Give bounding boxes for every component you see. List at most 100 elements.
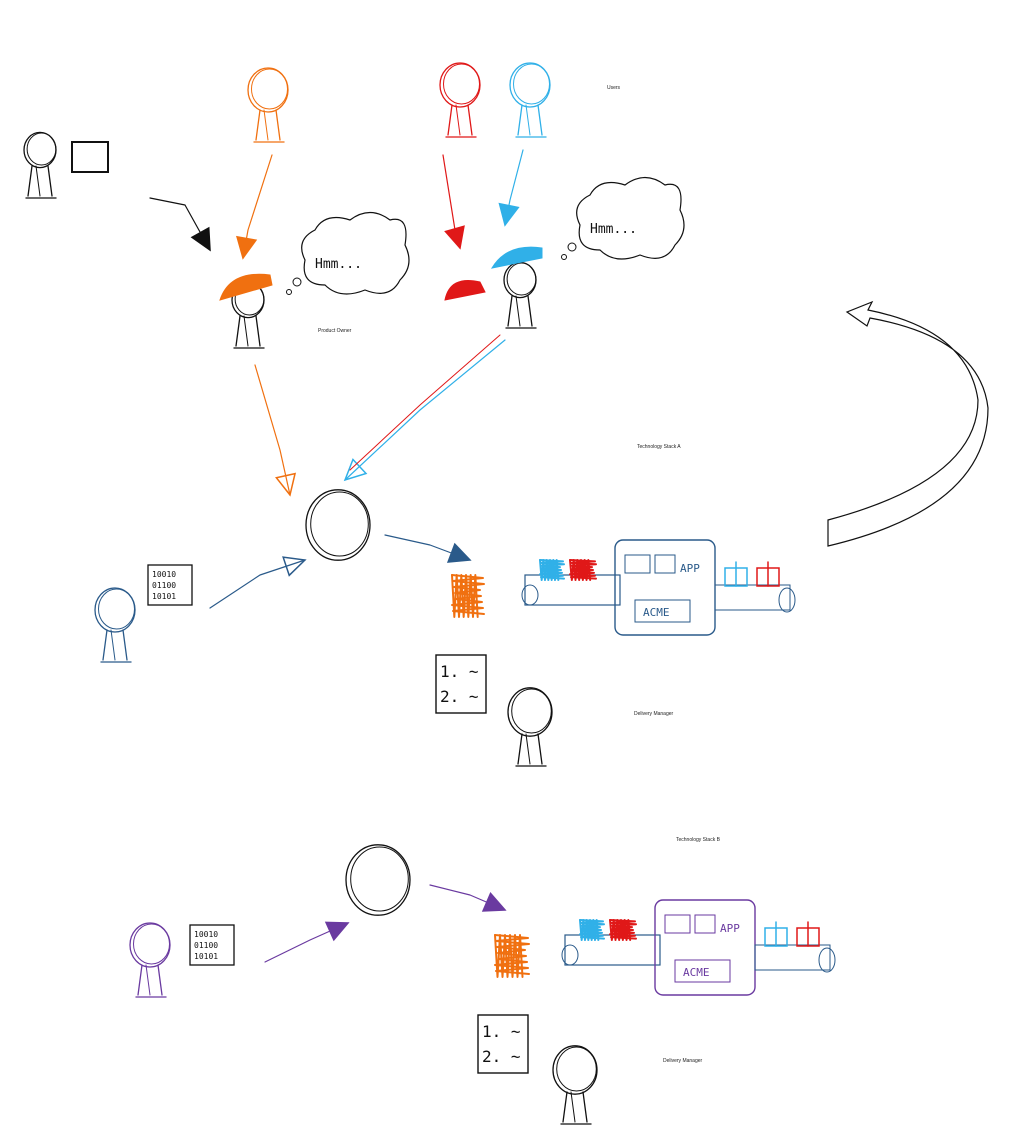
developer-b-arrow: [264, 921, 350, 963]
code-card-a: 10010 01100 10101: [147, 564, 193, 606]
user-red-arrow: [442, 154, 465, 250]
plan-list-item: 1. ~: [482, 1022, 521, 1041]
head: [507, 687, 553, 737]
conveyor-roller: [521, 584, 539, 606]
user-figure-red: [439, 62, 481, 138]
binary-text: 10010: [152, 570, 176, 579]
body-stroke: [525, 733, 531, 765]
developer-a-output-arrow: [384, 534, 472, 563]
product-owner-source-figure: [247, 67, 289, 143]
plan-list-item: 2. ~: [440, 687, 479, 706]
conveyor-roller: [818, 947, 836, 973]
arrow-head-icon: [446, 542, 472, 563]
body-stroke: [517, 733, 523, 765]
acme-sign-text: ACME: [643, 606, 670, 619]
body-stroke: [47, 165, 53, 197]
raw-material-scribble: [539, 559, 560, 581]
conveyor-belt-out: [754, 944, 831, 971]
arrow-shaft: [344, 339, 506, 481]
hard-hat-icon: [490, 246, 543, 269]
head: [94, 587, 136, 633]
arrow-head-icon: [343, 458, 368, 482]
arrow-head-icon: [275, 472, 297, 497]
user-blue-arrow: [498, 149, 524, 227]
users-to-dev-arrow-red: [349, 334, 501, 471]
plan-list-item: 1. ~: [440, 662, 479, 681]
body-stroke: [582, 1091, 588, 1123]
head: [443, 63, 480, 105]
body-stroke: [447, 104, 453, 136]
head: [251, 68, 288, 110]
body-stroke: [145, 964, 151, 996]
binary-text: 01100: [194, 941, 218, 950]
body-stroke: [235, 315, 241, 347]
arrow-head-icon: [190, 226, 211, 252]
label-technology-stack-b: Technology Stack B: [676, 837, 720, 843]
thought-dot: [286, 289, 292, 295]
label-delivery-manager-b: Delivery Manager: [663, 1058, 703, 1064]
head: [513, 63, 550, 105]
plan-card-a: 1. ~ 2. ~: [435, 654, 487, 714]
developer-head-icon: [345, 844, 411, 916]
backlog-scribble-a: [451, 574, 485, 618]
body-stroke: [157, 964, 163, 996]
developer-head-icon: [310, 491, 369, 557]
factory-building: [654, 899, 756, 996]
presentation-card: [71, 141, 109, 173]
stakeholder-arrow: [149, 197, 211, 252]
factory-building: [614, 539, 716, 636]
body-stroke: [455, 104, 461, 136]
developer-head-icon: [350, 846, 409, 912]
code-card: [189, 924, 235, 966]
body-stroke: [263, 109, 269, 141]
developer-figure-a: [94, 587, 136, 663]
arrow-head-icon: [324, 921, 350, 942]
body-stroke: [537, 104, 543, 136]
head: [509, 62, 551, 108]
factory-window: [664, 914, 691, 934]
app-sign: APP: [720, 922, 740, 935]
hard-hat-icon: [219, 273, 273, 301]
product-owner-to-dev-arrow: [254, 364, 297, 497]
arrow-head-icon: [236, 235, 258, 260]
head: [552, 1045, 598, 1095]
conveyor-belt-out: [714, 584, 791, 611]
developer-b-output-arrow: [429, 884, 507, 912]
thought-bubble-icon: [301, 211, 410, 295]
plan-list-item: 2. ~: [482, 1047, 521, 1066]
factory-window: [694, 914, 716, 934]
head: [133, 923, 170, 965]
binary-text: 01100: [152, 581, 176, 590]
body-stroke: [525, 104, 531, 136]
binary-text: 10101: [194, 952, 218, 961]
user-figure-blue: [509, 62, 551, 138]
backlog-scribble: [451, 574, 479, 618]
arrow-head-icon: [282, 556, 307, 577]
body-stroke: [243, 315, 249, 347]
thought-text: Hmm...: [315, 257, 362, 272]
label-delivery-manager-a: Delivery Manager: [634, 711, 674, 717]
body-stroke: [570, 1091, 576, 1123]
developer-figure-b: [129, 922, 171, 998]
developer-head-b: [345, 844, 411, 916]
body-stroke: [27, 165, 33, 197]
users-to-dev-arrow: [343, 339, 506, 482]
plan-card: [477, 1014, 529, 1074]
factory-window: [654, 554, 676, 574]
body-stroke: [102, 629, 108, 661]
conveyor-roller: [778, 587, 796, 613]
head: [26, 132, 57, 166]
app-sign: APP: [680, 562, 700, 575]
delivery-manager-figure-a: [507, 687, 553, 767]
delivery-manager-figure-b: [552, 1045, 598, 1125]
plan-card: [435, 654, 487, 714]
developer-head-a: [305, 489, 371, 561]
arrow-head-icon: [481, 892, 507, 912]
binary-text: 10101: [152, 592, 176, 601]
body-stroke: [35, 165, 41, 197]
stakeholder-figure: [23, 131, 57, 199]
thought-bubble-icon: [576, 176, 685, 260]
acme-sign: [674, 959, 731, 983]
label-product-owner: Product Owner: [318, 328, 352, 334]
